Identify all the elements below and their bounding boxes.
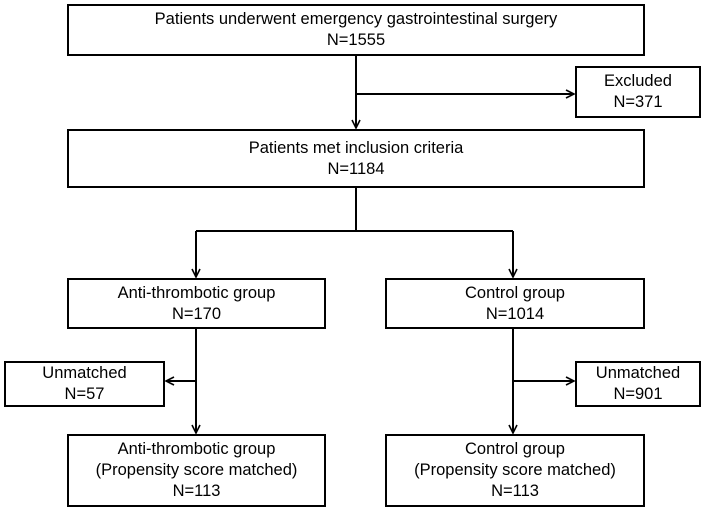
unmatched-antithrombotic-title: Unmatched <box>42 364 127 382</box>
antithrombotic-group-count: N=170 <box>171 304 222 323</box>
matched-antithrombotic-box: Anti-thrombotic group (Propensity score … <box>67 434 326 507</box>
excluded-count: N=371 <box>613 93 663 111</box>
included-patients-count: N=1184 <box>327 159 385 178</box>
included-patients-box: Patients met inclusion criteria N=1184 <box>67 129 645 188</box>
antithrombotic-group-box: Anti-thrombotic group N=170 <box>67 278 326 329</box>
unmatched-antithrombotic-count: N=57 <box>64 385 105 403</box>
included-patients-title: Patients met inclusion criteria <box>248 138 464 157</box>
unmatched-control-count: N=901 <box>613 385 663 403</box>
antithrombotic-group-title: Anti-thrombotic group <box>117 283 276 302</box>
matched-antithrombotic-title: Anti-thrombotic group <box>117 440 276 458</box>
excluded-title: Excluded <box>604 72 672 90</box>
unmatched-antithrombotic-box: Unmatched N=57 <box>4 361 165 407</box>
total-patients-count: N=1555 <box>326 31 386 49</box>
matched-control-title: Control group <box>465 440 565 458</box>
control-group-title: Control group <box>465 283 565 302</box>
matched-control-box: Control group (Propensity score matched)… <box>385 434 645 507</box>
total-patients-box: Patients underwent emergency gastrointes… <box>67 4 645 56</box>
control-group-box: Control group N=1014 <box>385 278 645 329</box>
matched-control-count: N=113 <box>491 482 539 500</box>
excluded-box: Excluded N=371 <box>575 66 701 118</box>
unmatched-control-box: Unmatched N=901 <box>575 361 701 407</box>
matched-antithrombotic-subtitle: (Propensity score matched) <box>95 461 298 479</box>
matched-control-subtitle: (Propensity score matched) <box>414 461 616 479</box>
total-patients-title: Patients underwent emergency gastrointes… <box>154 10 558 28</box>
unmatched-control-title: Unmatched <box>595 364 681 382</box>
matched-antithrombotic-count: N=113 <box>172 482 221 500</box>
control-group-count: N=1014 <box>485 304 545 323</box>
